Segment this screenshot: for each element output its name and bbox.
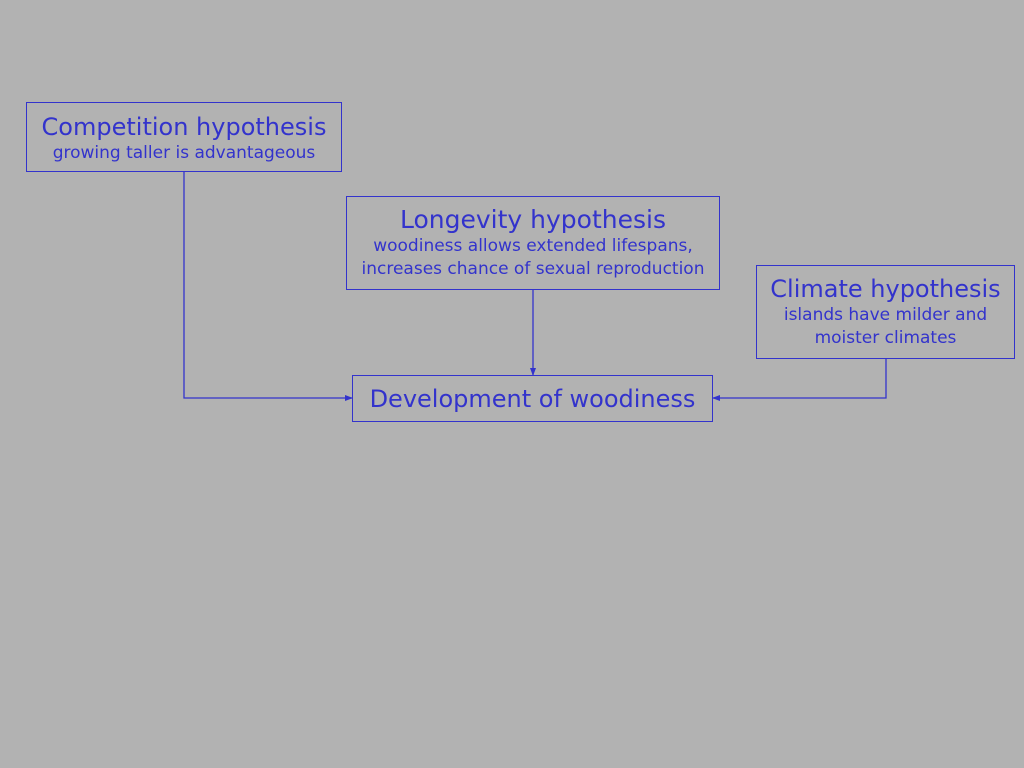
node-description-line: moister climates bbox=[814, 328, 957, 348]
edge-competition-to-development bbox=[183, 172, 353, 401]
node-title: Longevity hypothesis bbox=[400, 205, 666, 234]
node-title: Development of woodiness bbox=[369, 385, 696, 413]
node-title: Competition hypothesis bbox=[41, 113, 327, 141]
edge-climate-to-development bbox=[712, 359, 887, 401]
node-title: Climate hypothesis bbox=[770, 275, 1001, 303]
node-climate-hypothesis: Climate hypothesis islands have milder a… bbox=[756, 265, 1015, 359]
node-development-of-woodiness: Development of woodiness bbox=[352, 375, 713, 422]
node-description-line: islands have milder and bbox=[783, 305, 988, 325]
node-description-line: increases chance of sexual reproduction bbox=[361, 259, 705, 279]
node-longevity-hypothesis: Longevity hypothesis woodiness allows ex… bbox=[346, 196, 720, 290]
node-competition-hypothesis: Competition hypothesis growing taller is… bbox=[26, 102, 342, 172]
node-description-line: woodiness allows extended lifespans, bbox=[373, 236, 693, 256]
node-description-line: growing taller is advantageous bbox=[52, 143, 316, 163]
